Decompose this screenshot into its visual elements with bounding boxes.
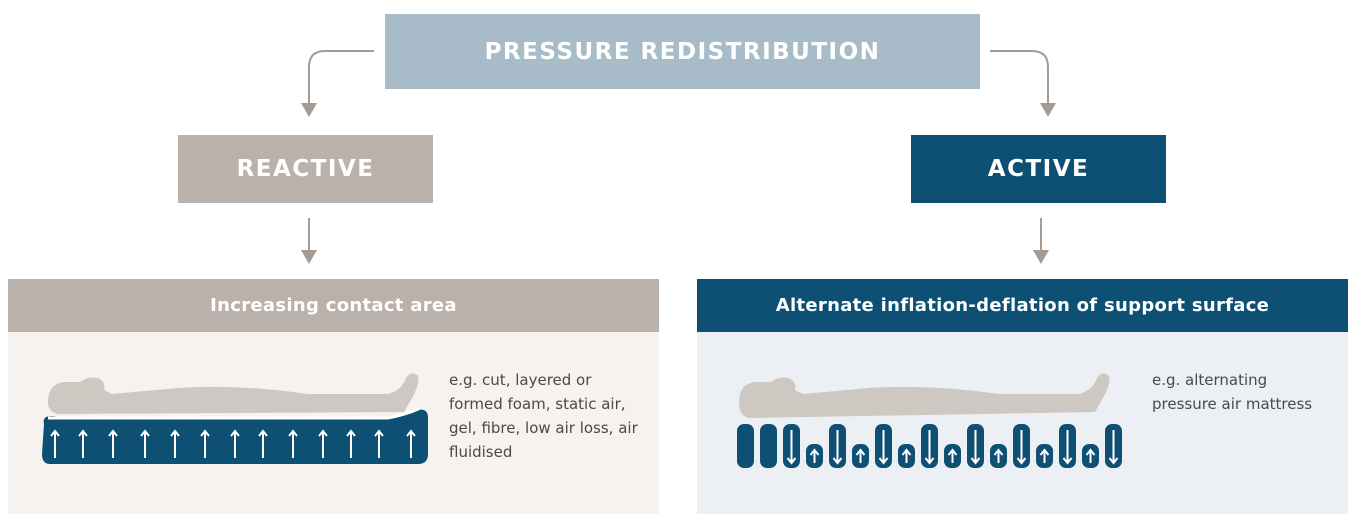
alternating-mattress-body-icon (737, 373, 1122, 468)
active-label: ACTIVE (987, 156, 1090, 182)
pressure-redistribution-label: PRESSURE REDISTRIBUTION (484, 38, 881, 65)
pressure-redistribution-box: PRESSURE REDISTRIBUTION (385, 14, 980, 89)
reactive-panel: e.g. cut, layered or formed foam, static… (8, 332, 659, 514)
active-examples: e.g. alternating pressure air mattress (1152, 371, 1313, 413)
reactive-examples: e.g. cut, layered or formed foam, static… (449, 371, 638, 461)
air-cell (760, 424, 777, 468)
reactive-label: REACTIVE (236, 156, 375, 182)
foam-mattress-body-icon (42, 373, 428, 464)
air-cell (737, 424, 754, 468)
active-box: ACTIVE (911, 135, 1166, 203)
reactive-header: Increasing contact area (8, 279, 659, 332)
arrow-to-reactive (308, 50, 374, 104)
reactive-box: REACTIVE (178, 135, 433, 203)
active-header: Alternate inflation-deflation of support… (697, 279, 1348, 332)
active-header-text: Alternate inflation-deflation of support… (775, 295, 1270, 316)
reactive-header-text: Increasing contact area (210, 295, 457, 316)
active-panel: e.g. alternating pressure air mattress (697, 332, 1348, 514)
arrow-to-active (990, 50, 1049, 104)
